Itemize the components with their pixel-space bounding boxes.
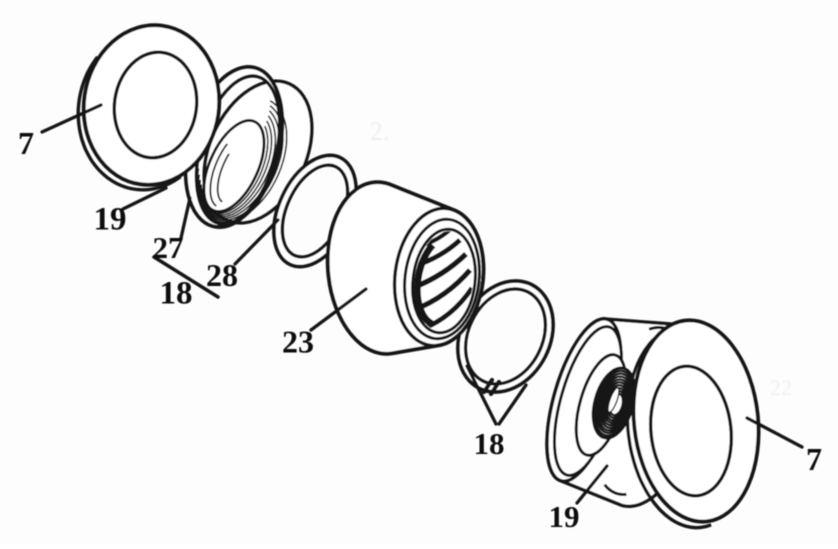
svg-text:23: 23 [282, 324, 314, 360]
svg-text:18: 18 [474, 426, 505, 461]
svg-text:7: 7 [806, 441, 822, 477]
svg-text:27: 27 [153, 230, 184, 265]
svg-text:18: 18 [160, 276, 193, 312]
svg-text:22: 22 [770, 375, 792, 400]
svg-text:19: 19 [94, 202, 127, 238]
svg-text:7: 7 [18, 125, 34, 161]
svg-text:19: 19 [549, 499, 580, 534]
svg-text:28: 28 [206, 257, 238, 293]
svg-text:2.: 2. [370, 117, 390, 146]
